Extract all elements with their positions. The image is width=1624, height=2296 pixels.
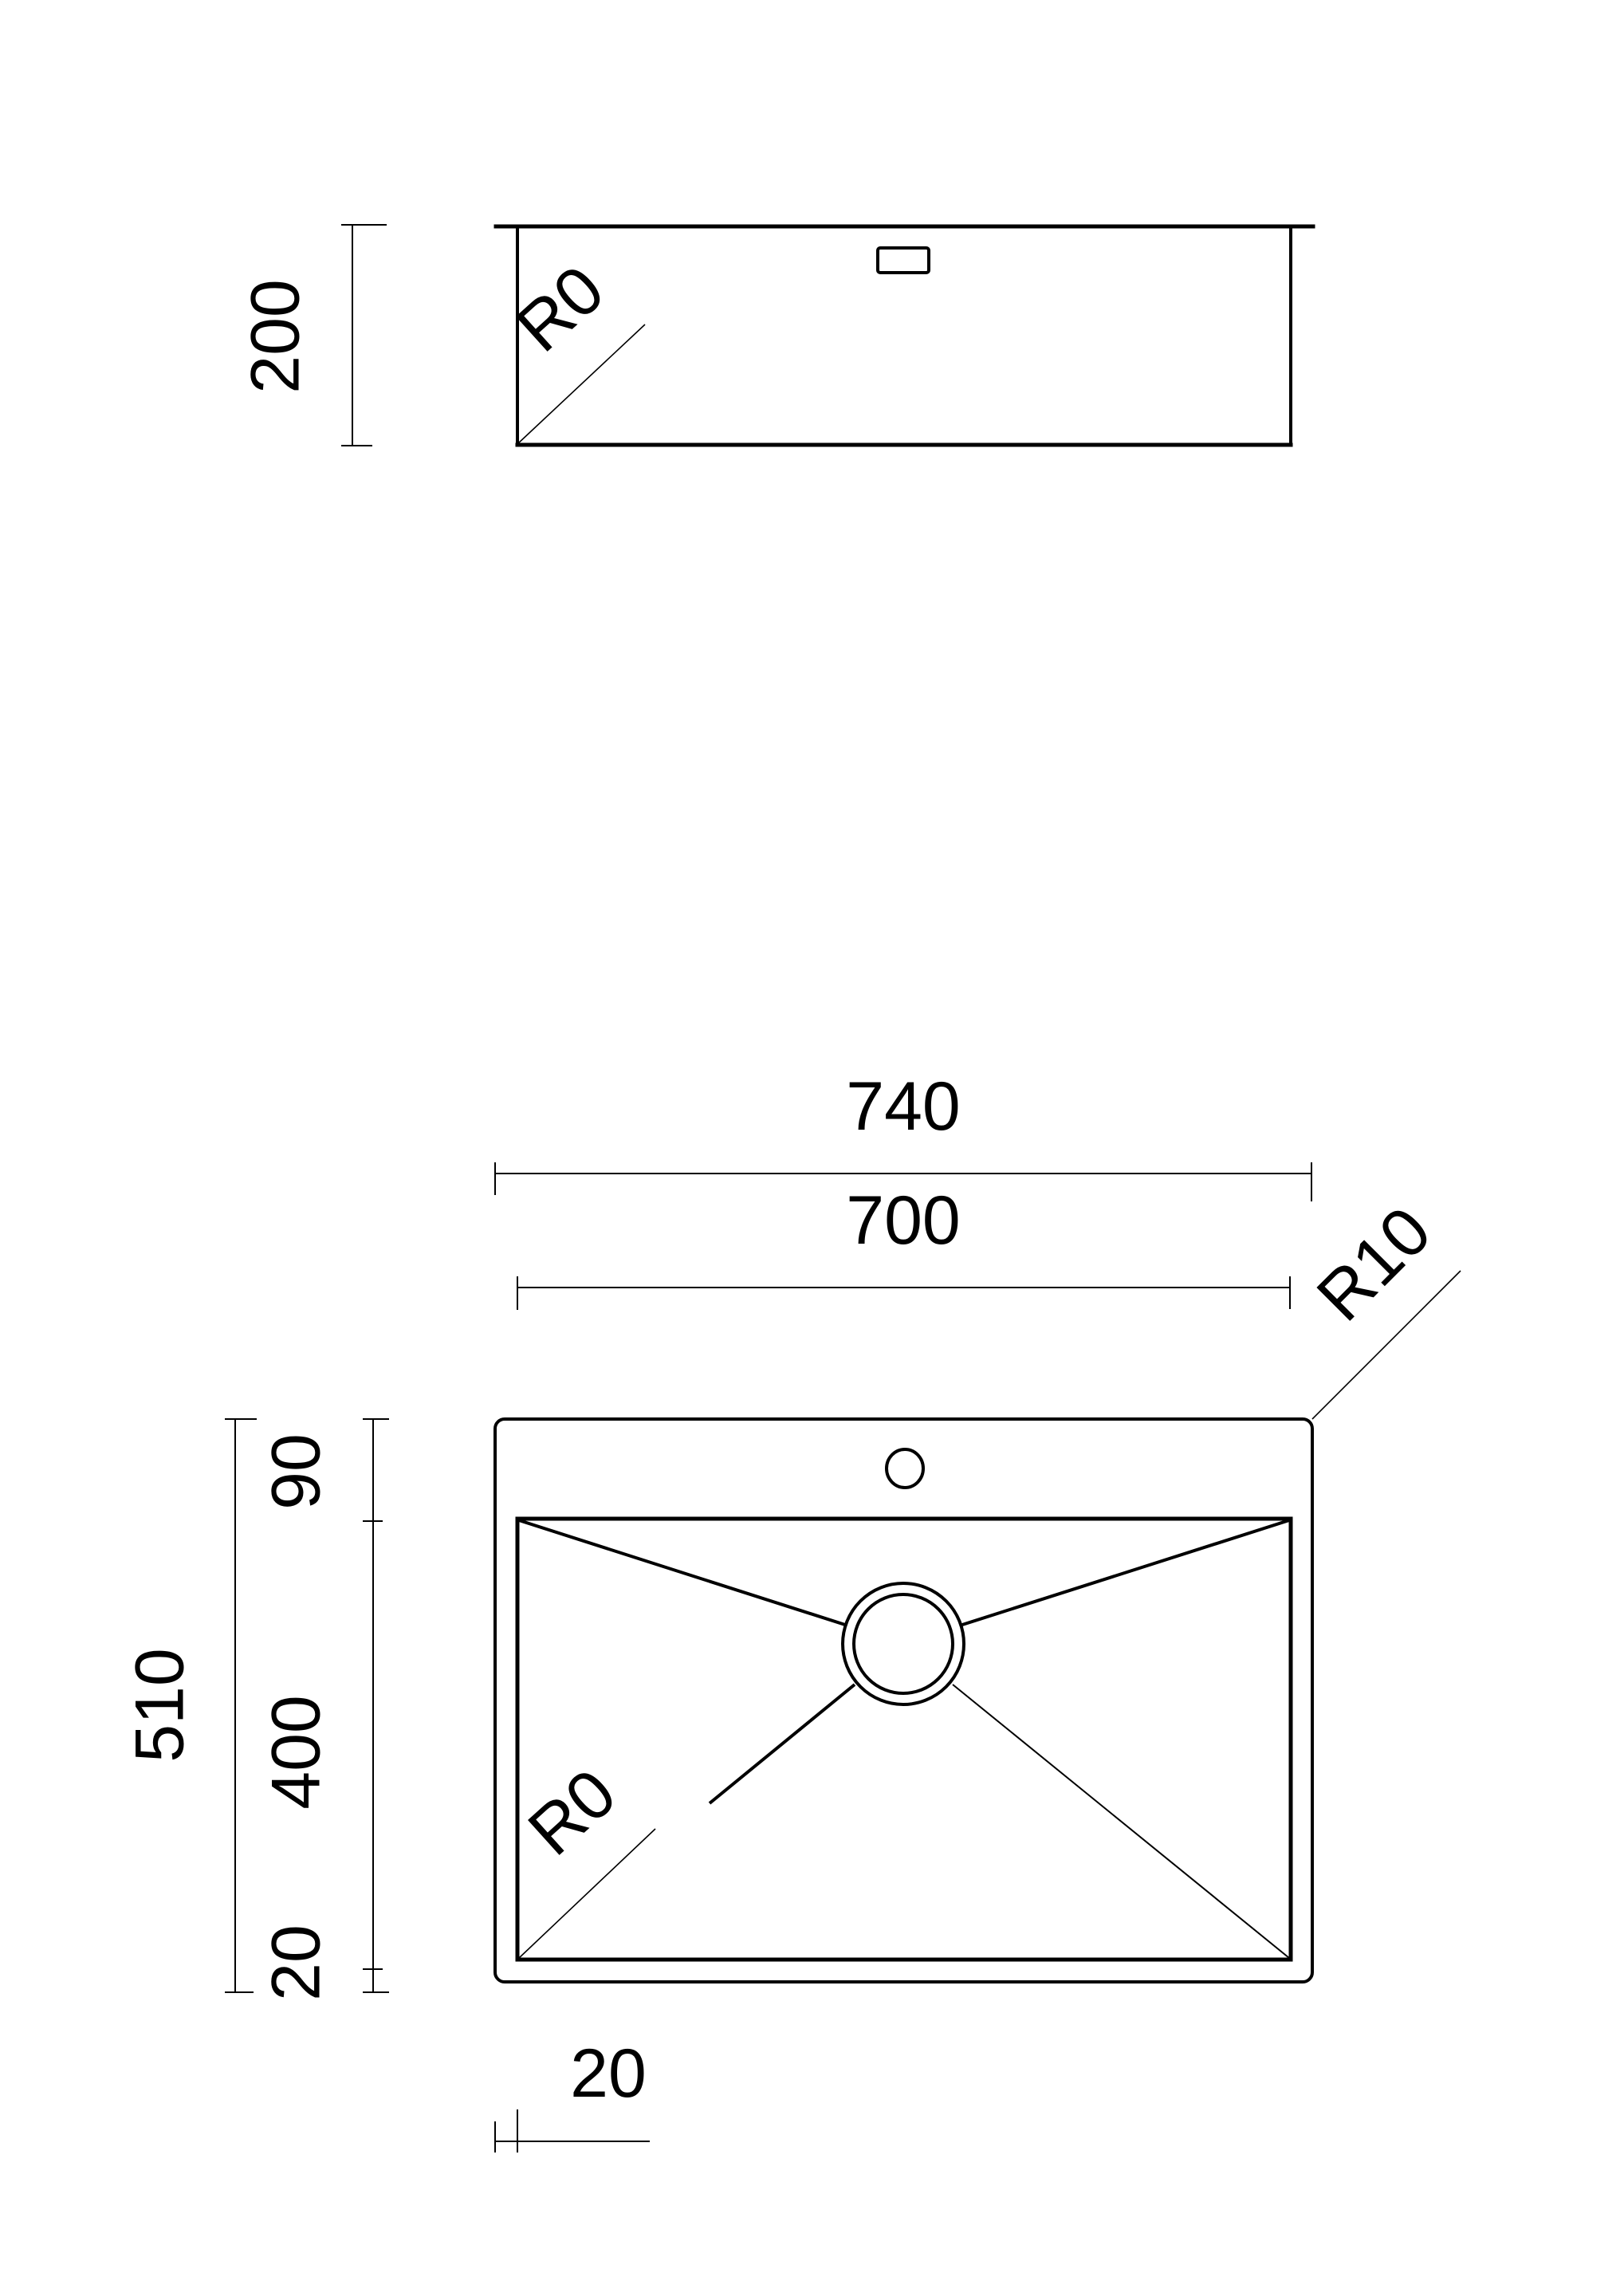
plan-view: 740 700 R10	[122, 1068, 1461, 2152]
side-rim-dimension: 20	[494, 2035, 650, 2152]
bowl-r0-label: R0	[514, 1755, 631, 1870]
tap-hole	[885, 1448, 925, 1489]
depth-chain-dimension: 90 400 20	[258, 1418, 389, 2001]
drain-outer-ring	[841, 1582, 965, 1706]
drain-inner-ring	[852, 1593, 954, 1695]
overall-depth-dimension: 510	[122, 1418, 257, 1993]
bowl-slope-lines	[518, 1519, 1290, 1959]
side-r0-label: R0	[502, 251, 619, 367]
side-r0-leader	[517, 324, 646, 445]
overall-width-label: 740	[846, 1068, 961, 1145]
outer-radius-label: R10	[1303, 1193, 1445, 1335]
side-rim-label: 20	[570, 2035, 647, 2112]
overflow-slot	[876, 246, 930, 274]
bowl-depth-label: 400	[258, 1695, 335, 1810]
rear-deck-label: 90	[258, 1433, 335, 1510]
bowl-outline	[515, 1516, 1293, 1962]
side-view: R0 200	[238, 224, 1315, 447]
height-dimension: 200	[238, 224, 387, 446]
overall-width-dimension: 740	[494, 1068, 1312, 1201]
bowl-width-label: 700	[846, 1182, 961, 1259]
height-label: 200	[238, 279, 314, 394]
outer-radius-callout: R10	[1303, 1193, 1461, 1420]
overall-depth-label: 510	[122, 1648, 199, 1763]
bowl-r0-leader	[517, 1828, 656, 1960]
bowl-width-dimension: 700	[517, 1182, 1291, 1310]
front-rim-label: 20	[258, 1924, 335, 2001]
sink-outer-outline	[493, 1417, 1314, 1983]
